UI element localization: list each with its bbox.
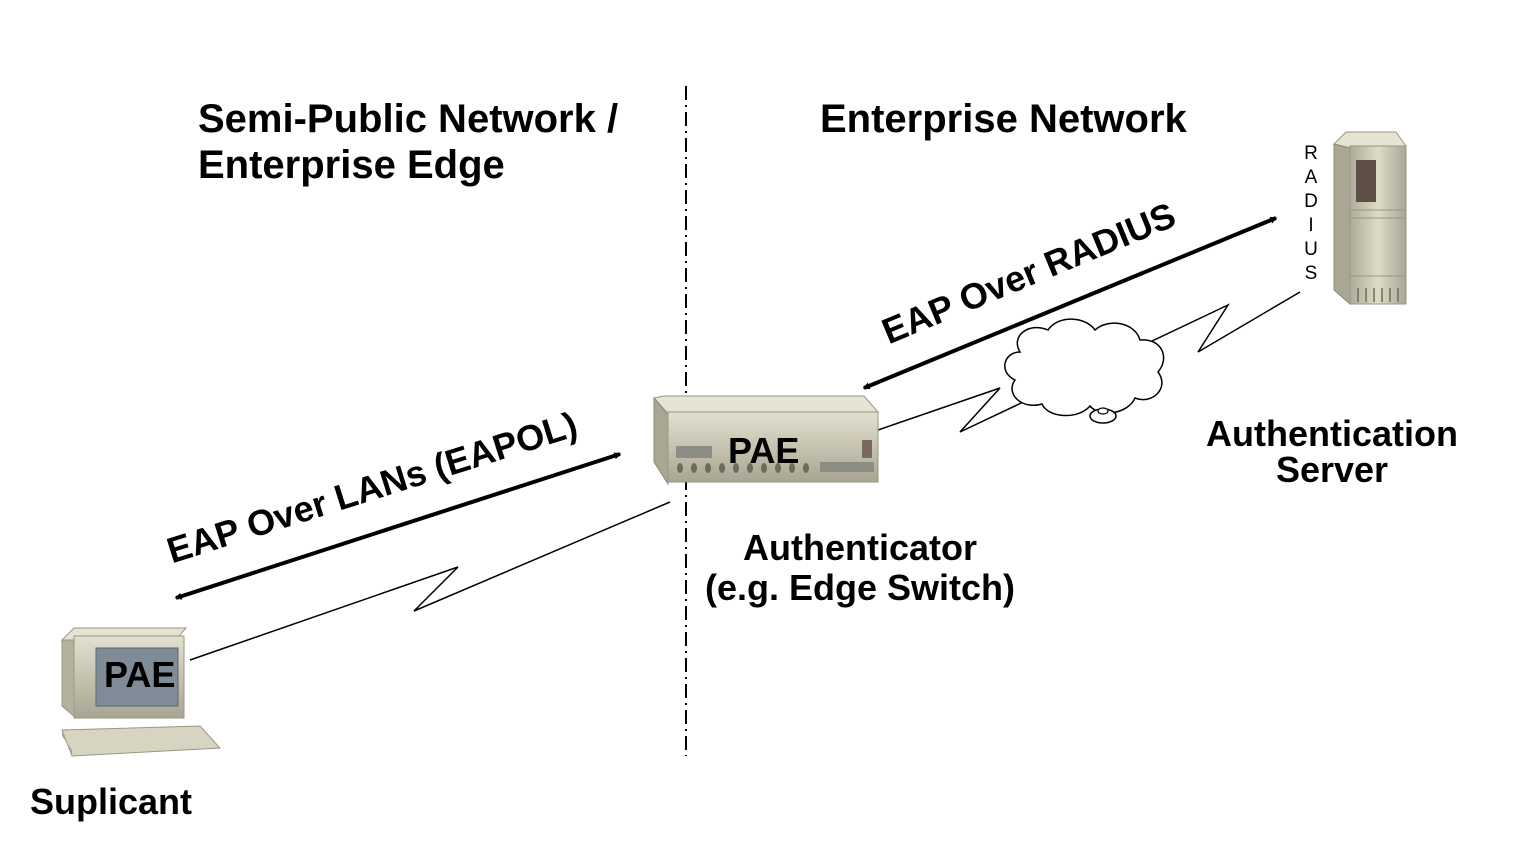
- authenticator-label-line1: Authenticator: [743, 527, 977, 568]
- radius-tag: R A D I U S: [1300, 142, 1322, 286]
- supplicant-pae-label: PAE: [104, 654, 176, 695]
- authenticator-label-line2: (e.g. Edge Switch): [704, 567, 1016, 608]
- supplicant-computer-icon: [60, 627, 222, 757]
- radius-letter: U: [1304, 239, 1318, 260]
- server-label-line2: Server: [1275, 449, 1389, 490]
- eap-radius-arrow: [862, 216, 1278, 390]
- authenticator-pae-label: PAE: [728, 430, 800, 471]
- zone-title-left-line1: Semi-Public Network /: [198, 97, 619, 141]
- radius-letter: A: [1304, 167, 1318, 188]
- authenticator-label: Authenticator (e.g. Edge Switch): [696, 528, 1024, 608]
- radius-letter: S: [1304, 263, 1318, 284]
- supplicant-label: Suplicant: [30, 781, 193, 822]
- network-cloud-icon: [1004, 318, 1165, 424]
- eapol-arrow: [174, 452, 622, 600]
- server-label-line1: Authentication: [1206, 413, 1458, 454]
- zone-title-semi-public: Semi-Public Network / Enterprise Edge: [198, 96, 618, 188]
- authentication-server-label: Authentication Server: [1192, 416, 1472, 488]
- radius-letter: R: [1304, 143, 1318, 164]
- edge-switch-icon: [653, 395, 880, 486]
- zone-title-enterprise: Enterprise Network: [820, 97, 1187, 141]
- radius-letter: I: [1308, 215, 1314, 236]
- radius-server-icon: [1333, 131, 1407, 306]
- zone-title-left-line2: Enterprise Edge: [198, 143, 505, 187]
- radius-letter: D: [1304, 191, 1318, 212]
